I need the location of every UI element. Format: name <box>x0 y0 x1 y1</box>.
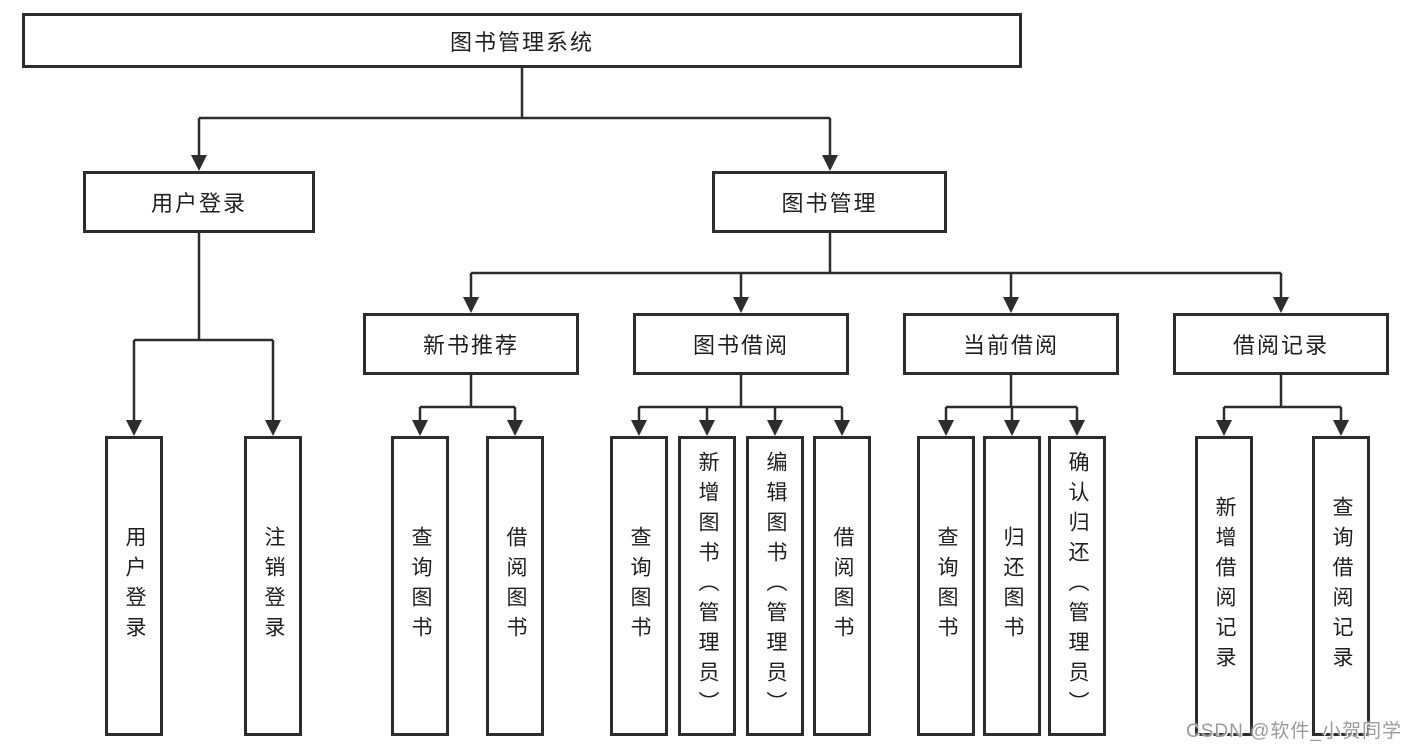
leaf-borrow-edit-books-admin: 编辑图书（管理员） <box>746 436 804 736</box>
arrowheads <box>126 155 1349 436</box>
leaf-current-query-books-label: 查询图书 <box>935 526 959 646</box>
leaf-records-add-record: 新增借阅记录 <box>1195 436 1253 736</box>
node-current-borrow: 当前借阅 <box>903 313 1119 375</box>
leaf-borrow-borrow-books: 借阅图书 <box>813 436 871 736</box>
node-new-book-recommend: 新书推荐 <box>363 313 579 375</box>
leaf-user-login-label: 用户登录 <box>123 526 147 646</box>
node-book-borrow-label: 图书借阅 <box>692 333 789 358</box>
leaf-current-confirm-return-admin: 确认归还（管理员） <box>1048 436 1106 736</box>
leaf-user-login: 用户登录 <box>105 436 163 736</box>
leaf-newbook-borrow-books-label: 借阅图书 <box>504 526 528 646</box>
leaf-current-query-books: 查询图书 <box>917 436 975 736</box>
leaf-logout-login: 注销登录 <box>244 436 302 736</box>
node-book-management-label: 图书管理 <box>781 191 878 216</box>
leaf-current-return-books: 归还图书 <box>983 436 1041 736</box>
node-new-book-recommend-label: 新书推荐 <box>422 333 519 358</box>
leaf-borrow-edit-books-admin-label: 编辑图书（管理员） <box>764 451 788 721</box>
leaf-logout-login-label: 注销登录 <box>262 526 286 646</box>
leaf-newbook-query-books: 查询图书 <box>391 436 449 736</box>
leaf-newbook-query-books-label: 查询图书 <box>409 526 433 646</box>
leaf-records-add-record-label: 新增借阅记录 <box>1213 496 1237 676</box>
leaf-borrow-add-books-admin-label: 新增图书（管理员） <box>696 451 720 721</box>
leaf-borrow-query-books: 查询图书 <box>610 436 668 736</box>
node-current-borrow-label: 当前借阅 <box>962 333 1059 358</box>
node-user-login-label: 用户登录 <box>150 191 247 216</box>
leaf-records-query-record-label: 查询借阅记录 <box>1330 496 1354 676</box>
csdn-watermark: CSDN @软件_小贺同学 <box>1186 721 1402 742</box>
leaf-borrow-add-books-admin: 新增图书（管理员） <box>678 436 736 736</box>
node-root-label: 图书管理系统 <box>449 29 594 55</box>
leaf-current-return-books-label: 归还图书 <box>1001 526 1025 646</box>
node-borrow-records: 借阅记录 <box>1173 313 1389 375</box>
node-user-login: 用户登录 <box>83 171 315 233</box>
node-root: 图书管理系统 <box>22 13 1022 68</box>
leaf-records-query-record: 查询借阅记录 <box>1312 436 1370 736</box>
node-book-borrow: 图书借阅 <box>633 313 849 375</box>
node-book-management: 图书管理 <box>712 171 947 233</box>
leaf-current-confirm-return-admin-label: 确认归还（管理员） <box>1066 451 1090 721</box>
leaf-borrow-query-books-label: 查询图书 <box>628 526 652 646</box>
node-borrow-records-label: 借阅记录 <box>1232 333 1329 358</box>
leaf-newbook-borrow-books: 借阅图书 <box>486 436 544 736</box>
leaf-borrow-borrow-books-label: 借阅图书 <box>831 526 855 646</box>
